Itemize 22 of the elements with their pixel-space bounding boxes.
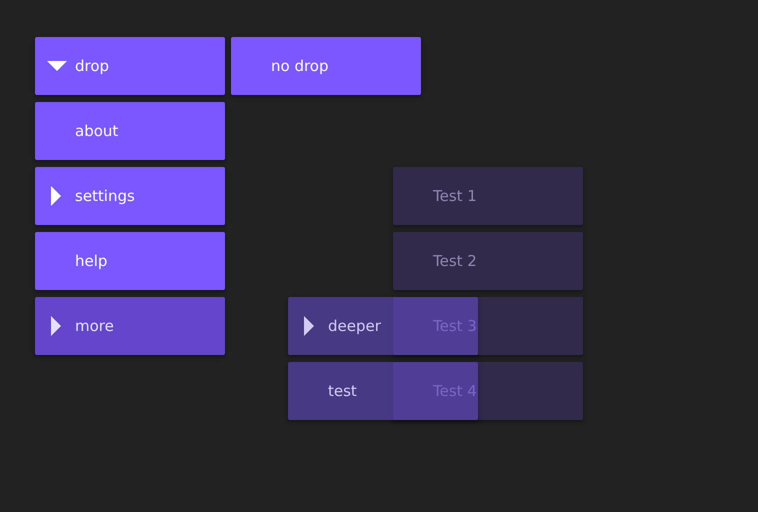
menu-item	[35, 297, 225, 355]
menu-item	[393, 362, 583, 420]
menu-label: Test 1	[433, 187, 477, 205]
menu-item	[35, 167, 225, 225]
menu-item	[393, 232, 583, 290]
menu-label: test	[328, 382, 357, 400]
menu-label: settings	[75, 187, 135, 205]
menu-item	[35, 102, 225, 160]
menu-label: drop	[75, 57, 110, 75]
menu-label: deeper	[328, 317, 381, 335]
menu-label: help	[75, 252, 108, 270]
menu-item	[393, 297, 583, 355]
menu-label: about	[75, 122, 118, 140]
menu-item	[288, 362, 478, 420]
menu-item	[35, 37, 225, 95]
menu-item	[35, 232, 225, 290]
menu-item	[288, 297, 478, 355]
menu-label: more	[75, 317, 114, 335]
menu-label: no drop	[271, 57, 329, 75]
menu-item	[231, 37, 421, 95]
menu-label: Test 2	[433, 252, 477, 270]
menu-item	[393, 167, 583, 225]
